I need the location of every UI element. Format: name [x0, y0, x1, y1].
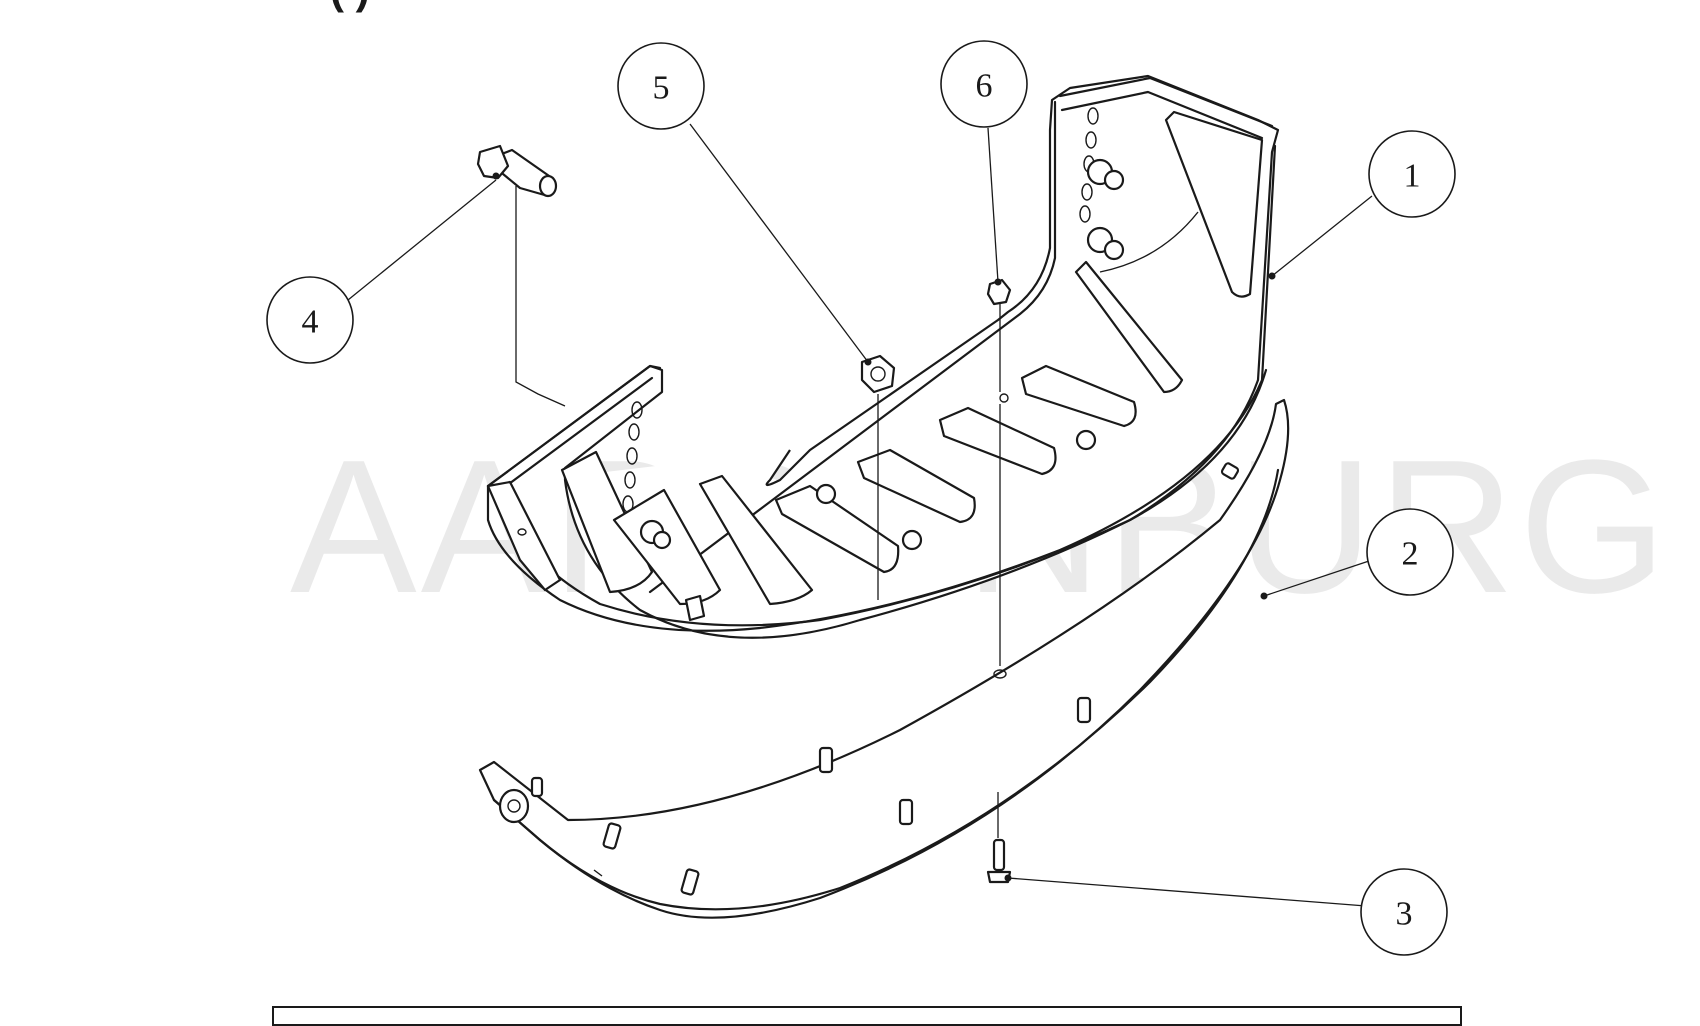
- part-4-hex-bolt: [476, 144, 558, 198]
- part-2-wear-strip: [478, 398, 1290, 919]
- left-plate-bolt: [639, 519, 672, 550]
- right-plate-bolt-upper: [1086, 158, 1125, 191]
- callout-6: 6: [940, 40, 1028, 128]
- part-3-bolt: [986, 838, 1012, 884]
- part-1-skid-bracket: [486, 74, 1280, 639]
- parts-table-frame: [272, 1006, 1462, 1026]
- callout-3-label: 3: [1396, 896, 1413, 933]
- page-title-fragment: ( ): [330, 0, 370, 14]
- callout-2: 2: [1366, 508, 1454, 596]
- callout-2-label: 2: [1402, 536, 1419, 573]
- callout-3: 3: [1360, 868, 1448, 956]
- callout-1-label: 1: [1404, 158, 1421, 195]
- callout-4: 4: [266, 276, 354, 364]
- callout-5-label: 5: [653, 70, 670, 107]
- part-6-small-nut: [986, 278, 1012, 306]
- callout-5: 5: [617, 42, 705, 130]
- leader-lines: [347, 123, 1373, 907]
- part-5-hex-nut: [860, 354, 896, 394]
- right-plate-bolt-lower: [1086, 226, 1125, 261]
- callout-4-label: 4: [302, 304, 319, 341]
- callout-6-label: 6: [976, 68, 993, 105]
- callout-1: 1: [1368, 130, 1456, 218]
